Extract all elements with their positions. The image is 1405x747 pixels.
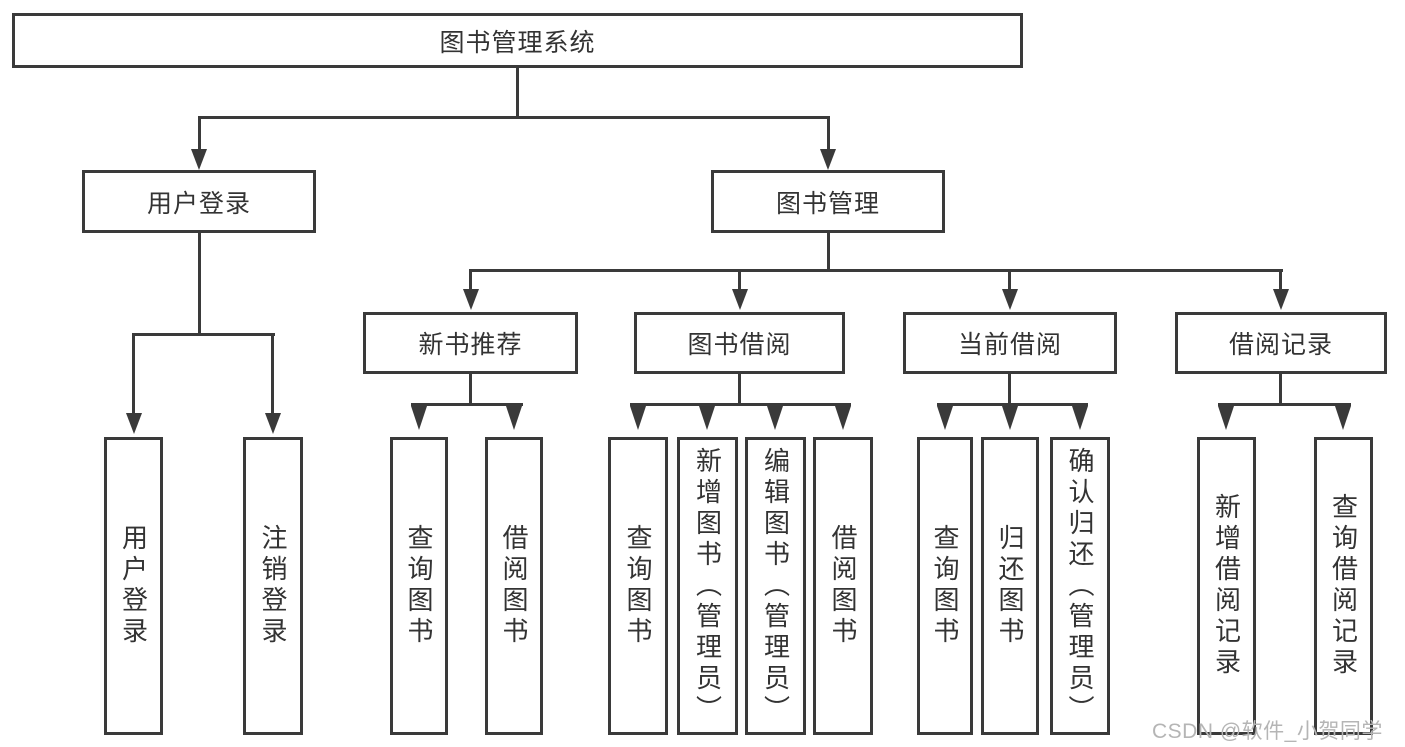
connector-current-borrow-rail <box>937 403 1088 406</box>
leaf-label: 查询借阅记录 <box>1328 493 1359 679</box>
node-current-borrowing: 当前借阅 <box>903 312 1117 374</box>
node-leaf-edit-books-admin: 编辑图书（管理员） <box>745 437 806 735</box>
leaf-label: 用户登录 <box>118 524 149 648</box>
node-user-login: 用户登录 <box>82 170 316 233</box>
leaf-label: 借阅图书 <box>499 524 529 648</box>
leaf-label: 确认归还（管理员） <box>1065 446 1095 726</box>
leaf-label: 借阅图书 <box>828 524 858 648</box>
node-leaf-confirm-return-admin: 确认归还（管理员） <box>1050 437 1110 735</box>
node-book-borrowing: 图书借阅 <box>634 312 845 374</box>
connector-records-stem <box>1279 374 1282 406</box>
node-leaf-return-books: 归还图书 <box>981 437 1039 735</box>
connector-current-borrow-stem <box>1008 374 1011 406</box>
arrow-down-icon <box>1002 289 1018 310</box>
node-leaf-query-books-borrowing: 查询图书 <box>608 437 668 735</box>
arrow-down-icon <box>1273 289 1289 310</box>
connector-book-borrow-rail <box>630 403 851 406</box>
arrow-down-icon <box>937 406 953 430</box>
leaf-label: 归还图书 <box>995 524 1025 648</box>
node-leaf-query-borrow-record: 查询借阅记录 <box>1314 437 1373 735</box>
leaf-label: 查询图书 <box>623 524 653 648</box>
arrow-down-icon <box>506 406 522 430</box>
connector-new-book-rail <box>411 403 523 406</box>
arrow-down-icon <box>630 406 646 430</box>
arrow-down-icon <box>1072 406 1088 430</box>
leaf-label: 编辑图书（管理员） <box>760 446 791 726</box>
arrow-down-icon <box>191 149 207 170</box>
connector-book-mgmt-stem <box>827 233 830 272</box>
connector-user-login-stem <box>198 233 201 336</box>
arrow-down-icon <box>767 406 783 430</box>
arrow-down-icon <box>126 413 142 434</box>
node-new-book-recommendation: 新书推荐 <box>363 312 578 374</box>
arrow-down-icon <box>1218 406 1234 430</box>
node-book-management: 图书管理 <box>711 170 945 233</box>
arrow-down-icon <box>411 406 427 430</box>
csdn-watermark: CSDN @软件_小贺同学 <box>1152 720 1383 743</box>
arrow-down-icon <box>732 289 748 310</box>
node-library-management-system: 图书管理系统 <box>12 13 1023 68</box>
leaf-label: 注销登录 <box>258 524 288 648</box>
connector-records-rail <box>1218 403 1351 406</box>
connector-drop <box>198 116 201 150</box>
connector-drop <box>738 269 741 290</box>
node-borrowing-records: 借阅记录 <box>1175 312 1387 374</box>
connector-root-rail <box>198 116 830 119</box>
leaf-label: 新增借阅记录 <box>1211 493 1242 679</box>
connector-drop <box>827 116 830 150</box>
node-leaf-query-books-recommend: 查询图书 <box>390 437 448 735</box>
arrow-down-icon <box>463 289 479 310</box>
arrow-down-icon <box>820 149 836 170</box>
arrow-down-icon <box>699 406 715 430</box>
node-leaf-add-borrow-record: 新增借阅记录 <box>1197 437 1256 735</box>
arrow-down-icon <box>1002 406 1018 430</box>
connector-drop <box>1279 269 1282 290</box>
connector-user-login-rail <box>132 333 275 336</box>
connector-book-borrow-stem <box>738 374 741 406</box>
connector-root-stem <box>516 68 519 119</box>
node-leaf-user-login: 用户登录 <box>104 437 163 735</box>
connector-book-mgmt-rail <box>469 269 1283 272</box>
connector-drop <box>1008 269 1011 290</box>
arrow-down-icon <box>265 413 281 434</box>
connector-drop <box>469 269 472 290</box>
connector-new-book-stem <box>469 374 472 406</box>
node-leaf-add-books-admin: 新增图书（管理员） <box>677 437 738 735</box>
node-leaf-logout: 注销登录 <box>243 437 303 735</box>
connector-drop <box>271 333 274 414</box>
arrow-down-icon <box>835 406 851 430</box>
node-leaf-query-books-current: 查询图书 <box>917 437 973 735</box>
arrow-down-icon <box>1335 406 1351 430</box>
leaf-label: 新增图书（管理员） <box>692 446 723 726</box>
connector-drop <box>132 333 135 414</box>
leaf-label: 查询图书 <box>930 524 960 648</box>
node-leaf-borrow-books: 借阅图书 <box>813 437 873 735</box>
node-leaf-borrow-books-recommend: 借阅图书 <box>485 437 543 735</box>
leaf-label: 查询图书 <box>404 524 434 648</box>
